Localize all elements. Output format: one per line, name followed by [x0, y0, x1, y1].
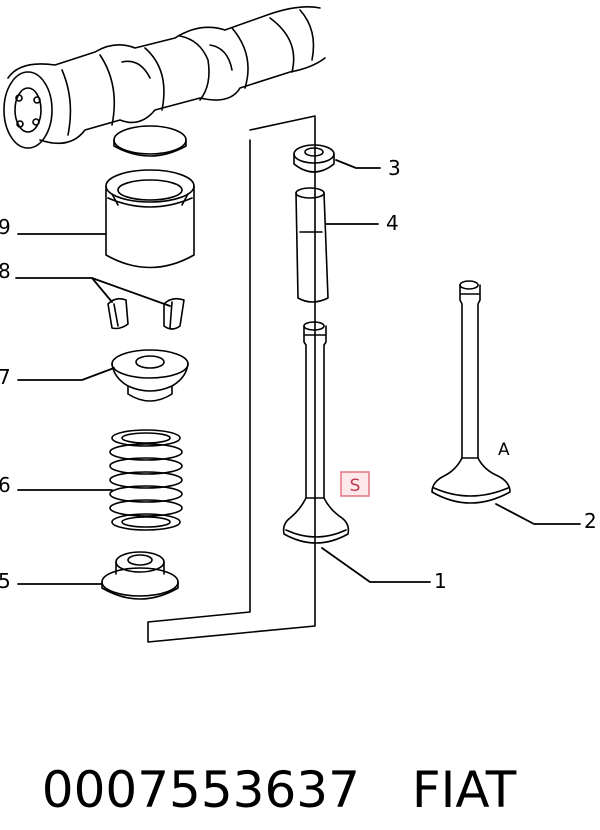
assembly-bracket [147, 115, 316, 643]
leader-1 [321, 547, 431, 583]
valve-assembly-diagram: 3 4 9 8 7 6 5 1 2 A S [0, 6, 597, 643]
leader-lines [15, 159, 581, 585]
callout-1: 1 [434, 569, 447, 593]
callout-8: 8 [0, 259, 11, 283]
leader-3 [335, 159, 381, 169]
leader-2 [495, 503, 581, 525]
lower-spring-seat [101, 551, 179, 600]
camshaft [3, 6, 326, 149]
tappet-bucket [105, 169, 195, 269]
valve-guide [295, 187, 329, 303]
leader-8b [91, 277, 171, 307]
valve-2 [431, 280, 511, 504]
callout-7: 7 [0, 365, 11, 389]
leader-8a [15, 277, 113, 303]
marker-label: S [350, 476, 361, 496]
part-code: 0007553637 [41, 761, 360, 819]
valve-1 [282, 321, 350, 544]
valve-collets [107, 297, 185, 330]
valve-stem-seal [293, 144, 335, 173]
callout-5: 5 [0, 569, 11, 593]
callout-4: 4 [386, 211, 399, 235]
leader-7 [17, 367, 115, 381]
part-number-footer: 0007553637 FIAT [10, 670, 517, 830]
variant-label-a: A [498, 440, 510, 460]
valve-spring [109, 429, 183, 531]
callout-6: 6 [0, 473, 11, 497]
callout-9: 9 [0, 215, 11, 239]
upper-spring-retainer [111, 349, 189, 402]
brand-name: FIAT [411, 761, 517, 819]
highlight-marker: S [340, 471, 370, 497]
shim-disc [113, 125, 187, 157]
callout-3: 3 [388, 156, 401, 180]
callout-2: 2 [584, 509, 597, 533]
